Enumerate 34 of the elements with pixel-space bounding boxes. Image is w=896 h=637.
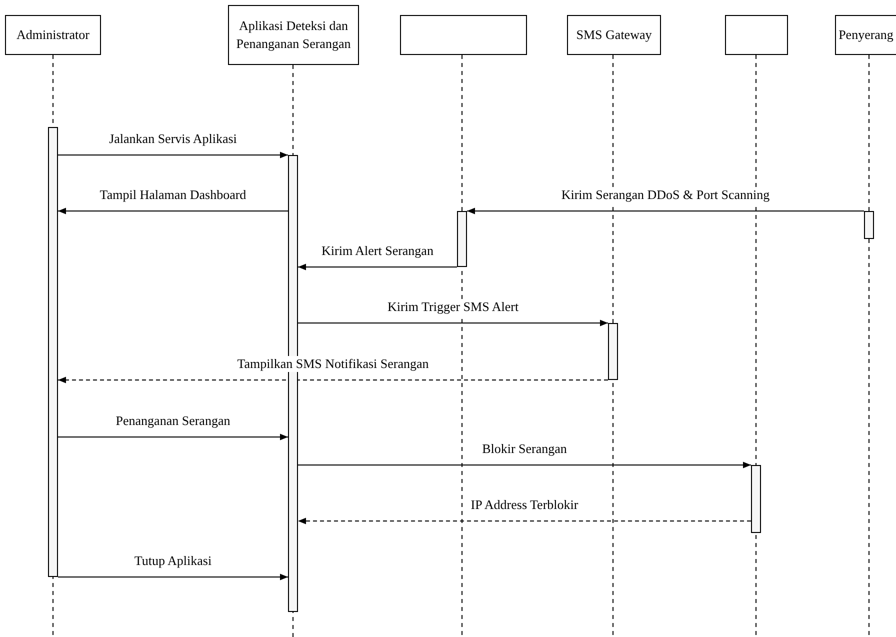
message-arrow <box>298 320 608 326</box>
activation-bar <box>608 323 618 380</box>
participant-name: SMS Gateway <box>576 26 652 44</box>
participant-box <box>725 15 788 55</box>
activation-bar <box>457 211 467 267</box>
message-label: Tampilkan SMS Notifikasi Serangan <box>235 356 431 372</box>
participant-name: Aplikasi Deteksi dan Penanganan Serangan <box>235 17 352 53</box>
participant-box <box>400 15 527 55</box>
message-arrow <box>58 574 288 580</box>
message-arrow <box>58 208 288 214</box>
message-label: Blokir Serangan <box>480 441 569 457</box>
activation-bar <box>751 465 761 533</box>
activation-bar <box>864 211 874 239</box>
message-arrow <box>58 434 288 440</box>
message-arrow <box>58 376 608 384</box>
participant-box <box>228 5 359 65</box>
message-label: Kirim Trigger SMS Alert <box>385 299 521 315</box>
participant-box <box>5 15 101 55</box>
participant-box <box>567 15 661 55</box>
message-label: Tutup Aplikasi <box>132 553 214 569</box>
message-arrow <box>58 152 288 158</box>
message-arrow <box>298 264 458 270</box>
participant-name: Penyerang <box>838 26 894 44</box>
message-label: Kirim Serangan DDoS & Port Scanning <box>559 187 772 203</box>
message-label: Kirim Alert Serangan <box>320 243 436 259</box>
message-arrow <box>298 462 752 468</box>
message-label: Penanganan Serangan <box>114 413 232 429</box>
activation-bar <box>48 127 58 577</box>
message-label: Tampil Halaman Dashboard <box>98 187 248 203</box>
message-arrow <box>298 518 752 524</box>
participant-name: Administrator <box>16 26 90 44</box>
message-arrow <box>466 208 864 214</box>
message-label: Jalankan Servis Aplikasi <box>107 131 239 147</box>
participant-box <box>835 15 896 55</box>
